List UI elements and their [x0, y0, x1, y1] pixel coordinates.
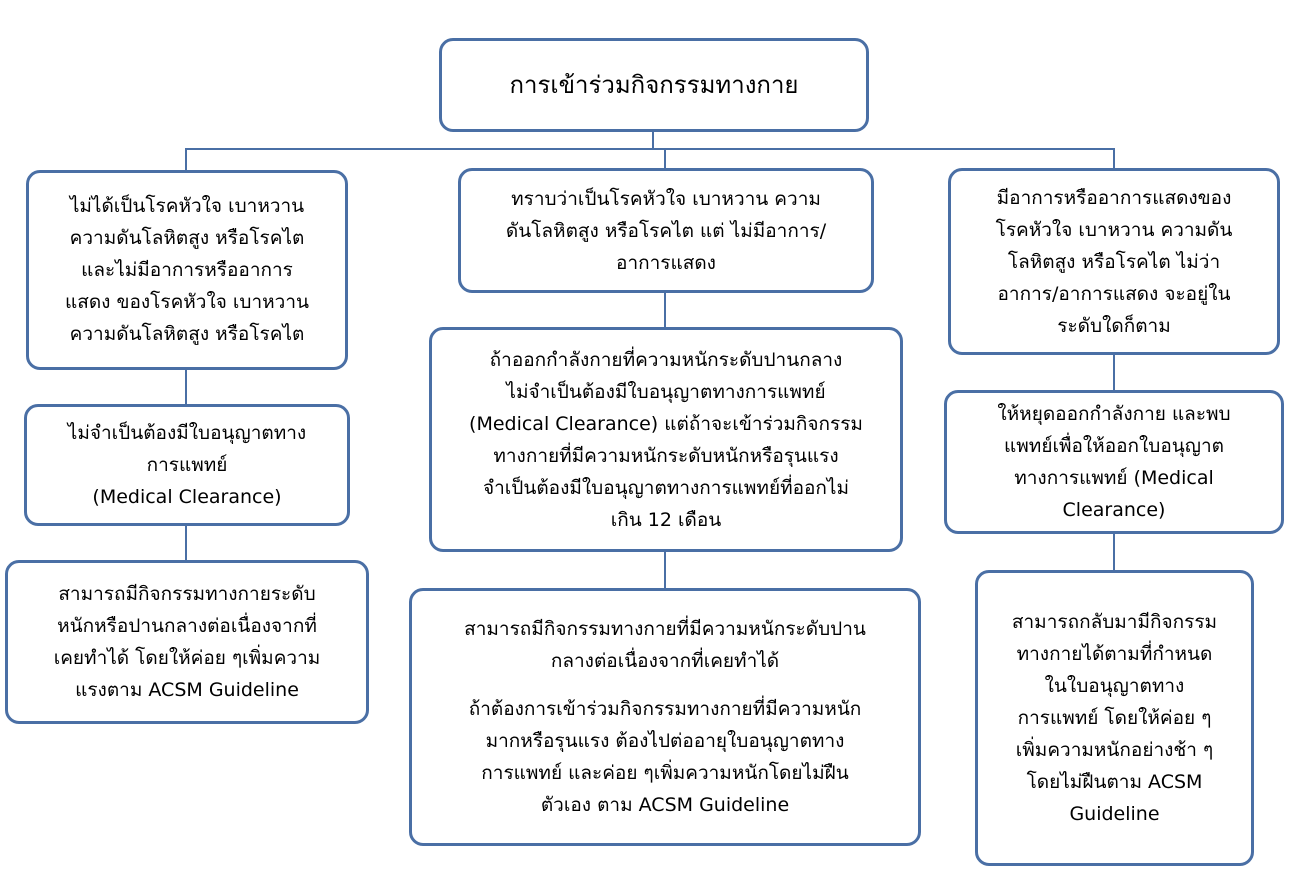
- left-clearance-line-2: การแพทย์: [146, 454, 228, 476]
- left-clearance-line-1: ไม่จำเป็นต้องมีใบอนุญาตทาง: [67, 422, 307, 444]
- middle-activity-box: สามารถมีกิจกรรมทางกายที่มีความหนักระดับป…: [409, 588, 921, 846]
- right-clearance-line-1: ให้หยุดออกกำลังกาย และพบ: [997, 403, 1231, 425]
- right-condition-line-4: อาการ/อาการแสดง จะอยู่ใน: [997, 282, 1231, 305]
- left-activity-box: สามารถมีกิจกรรมทางกายระดับ หนักหรือปานกล…: [5, 560, 369, 724]
- connector-middle-clearance-to-activity: [664, 550, 666, 590]
- right-clearance-line-2: แพทย์เพื่อให้ออกใบอนุญาต: [1004, 435, 1224, 457]
- connector-root-down: [652, 130, 654, 149]
- root-title: การเข้าร่วมกิจกรรมทางกาย: [509, 71, 799, 99]
- right-clearance-line-3: ทางการแพทย์ (Medical: [1014, 467, 1214, 489]
- left-clearance-box: ไม่จำเป็นต้องมีใบอนุญาตทาง การแพทย์ (Med…: [24, 404, 350, 526]
- middle-condition-line-1: ทราบว่าเป็นโรคหัวใจ เบาหวาน ความ: [511, 187, 821, 210]
- right-clearance-box: ให้หยุดออกกำลังกาย และพบ แพทย์เพื่อให้ออ…: [944, 390, 1284, 534]
- connector-middle-condition-to-clearance: [664, 291, 666, 329]
- left-activity-line-3: เคยทำได้ โดยให้ค่อย ๆเพิ่มความ: [53, 647, 321, 669]
- left-condition-box: ไม่ได้เป็นโรคหัวใจ เบาหวาน ความดันโลหิตส…: [26, 170, 348, 370]
- middle-activity-line-6: ตัวเอง ตาม ACSM Guideline: [540, 794, 790, 816]
- connector-left-condition-to-clearance: [185, 368, 187, 406]
- left-condition-line-1: ไม่ได้เป็นโรคหัวใจ เบาหวาน: [69, 195, 305, 217]
- connector-left-clearance-to-activity: [185, 524, 187, 562]
- middle-condition-box: ทราบว่าเป็นโรคหัวใจ เบาหวาน ความ ดันโลหิ…: [458, 168, 874, 293]
- middle-activity-line-2: กลางต่อเนื่องจากที่เคยทำได้: [550, 650, 780, 672]
- left-condition-line-4: แสดง ของโรคหัวใจ เบาหวาน: [64, 291, 309, 313]
- right-activity-line-5: เพิ่มความหนักอย่างช้า ๆ: [1015, 739, 1214, 761]
- connector-right-clearance-to-activity: [1113, 532, 1115, 572]
- middle-clearance-line-4: ทางกายที่มีความหนักระดับหนักหรือรุนแรง: [493, 444, 839, 467]
- right-condition-line-5: ระดับใดก็ตาม: [1057, 314, 1171, 337]
- right-activity-line-4: การแพทย์ โดยให้ค่อย ๆ: [1017, 707, 1212, 729]
- middle-clearance-box: ถ้าออกกำลังกายที่ความหนักระดับปานกลาง ไม…: [429, 327, 903, 552]
- middle-activity-line-1: สามารถมีกิจกรรมทางกายที่มีความหนักระดับป…: [464, 618, 866, 640]
- middle-activity-line-5: การแพทย์ และค่อย ๆเพิ่มความหนักโดยไม่ฝืน: [481, 762, 849, 784]
- left-clearance-line-3: (Medical Clearance): [92, 486, 282, 508]
- connector-right-condition-to-clearance: [1113, 353, 1115, 392]
- left-condition-line-3: และไม่มีอาการหรืออาการ: [81, 259, 293, 281]
- left-condition-line-5: ความดันโลหิตสูง หรือโรคไต: [69, 323, 305, 345]
- connector-to-left-column: [185, 148, 187, 172]
- middle-clearance-line-6: เกิน 12 เดือน: [610, 508, 722, 531]
- right-activity-line-7: Guideline: [1069, 803, 1160, 825]
- right-activity-box: สามารถกลับมามีกิจกรรม ทางกายได้ตามที่กำห…: [975, 570, 1254, 866]
- left-activity-line-2: หนักหรือปานกลางต่อเนื่องจากที่: [57, 615, 317, 637]
- right-activity-line-1: สามารถกลับมามีกิจกรรม: [1011, 611, 1218, 633]
- right-activity-line-3: ในใบอนุญาตทาง: [1044, 675, 1185, 697]
- right-condition-line-2: โรคหัวใจ เบาหวาน ความดัน: [995, 218, 1233, 241]
- middle-clearance-line-1: ถ้าออกกำลังกายที่ความหนักระดับปานกลาง: [489, 348, 843, 371]
- right-condition-line-3: โลหิตสูง หรือโรคไต ไม่ว่า: [1007, 250, 1221, 273]
- connector-horizontal-bar: [185, 148, 1115, 150]
- left-activity-line-4: แรงตาม ACSM Guideline: [75, 679, 299, 701]
- connector-to-middle-column: [664, 148, 666, 170]
- right-condition-line-1: มีอาการหรืออาการแสดงของ: [996, 186, 1232, 209]
- left-activity-line-1: สามารถมีกิจกรรมทางกายระดับ: [58, 583, 316, 605]
- right-clearance-line-4: Clearance): [1062, 499, 1166, 521]
- root-box: การเข้าร่วมกิจกรรมทางกาย: [439, 38, 869, 132]
- middle-clearance-line-5: จำเป็นต้องมีใบอนุญาตทางการแพทย์ที่ออกไม่: [482, 476, 850, 499]
- right-activity-line-2: ทางกายได้ตามที่กำหนด: [1016, 643, 1213, 665]
- connector-to-right-column: [1113, 148, 1115, 170]
- left-condition-line-2: ความดันโลหิตสูง หรือโรคไต: [69, 227, 305, 249]
- right-condition-box: มีอาการหรืออาการแสดงของ โรคหัวใจ เบาหวาน…: [948, 168, 1280, 355]
- middle-activity-line-4: มากหรือรุนแรง ต้องไปต่ออายุใบอนุญาตทาง: [485, 730, 845, 752]
- middle-condition-line-3: อาการแสดง: [616, 251, 716, 274]
- middle-clearance-line-2: ไม่จำเป็นต้องมีใบอนุญาตทางการแพทย์: [506, 380, 826, 403]
- middle-condition-line-2: ดันโลหิตสูง หรือโรคไต แต่ ไม่มีอาการ/: [505, 219, 827, 242]
- right-activity-line-6: โดยไม่ฝืนตาม ACSM: [1026, 771, 1203, 793]
- middle-activity-line-3: ถ้าต้องการเข้าร่วมกิจกรรมทางกายที่มีความ…: [468, 698, 862, 720]
- middle-clearance-line-3: (Medical Clearance) แต่ถ้าจะเข้าร่วมกิจก…: [469, 412, 863, 435]
